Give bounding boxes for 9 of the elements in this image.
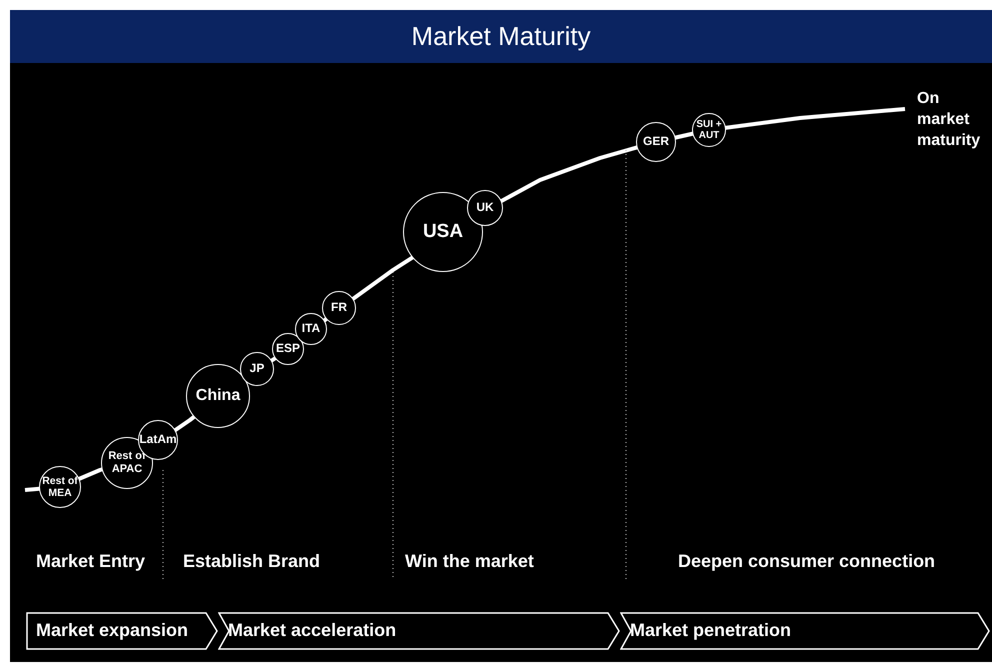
curve-end-label: On market maturity — [917, 89, 982, 151]
title-bar: Market Maturity — [10, 10, 992, 63]
phase-label: Deepen consumer connection — [678, 551, 936, 572]
chevron-step: Market expansion — [26, 612, 218, 650]
phase-label: Market Entry — [36, 551, 146, 572]
phase-label: Win the market — [405, 551, 534, 572]
phase-label: Establish Brand — [183, 551, 320, 572]
chevron-step: Market acceleration — [218, 612, 620, 650]
chevron-step: Market penetration — [620, 612, 990, 650]
